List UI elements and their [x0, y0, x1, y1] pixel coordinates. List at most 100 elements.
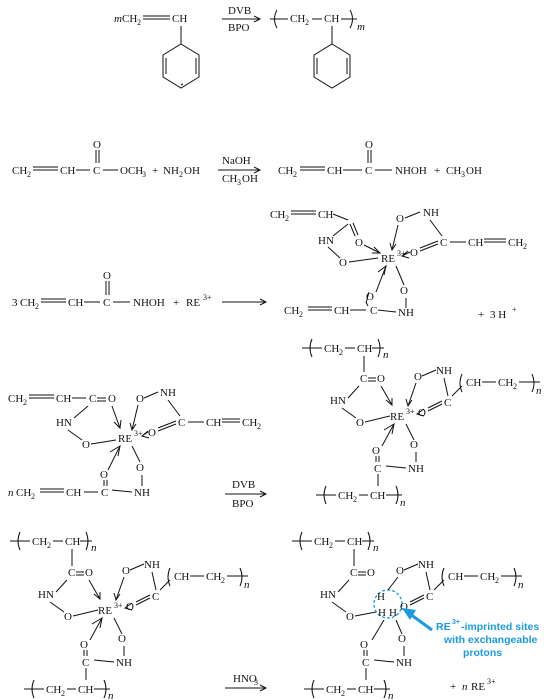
svg-text:RE: RE	[471, 681, 485, 693]
svg-text:NH: NH	[398, 307, 414, 319]
svg-text:C: C	[360, 373, 367, 385]
svg-text:H: H	[377, 591, 385, 603]
svg-text:CH: CH	[324, 343, 339, 355]
svg-text:3: 3	[12, 297, 18, 309]
reaction-2: CH 2 CH C O OCH 3 + NH 2 OH NaOH CH 3 OH…	[12, 139, 482, 187]
svg-text:CH: CH	[278, 165, 293, 177]
svg-text:C: C	[178, 417, 185, 429]
reagent-bpo-2: BPO	[232, 498, 253, 510]
svg-text:2: 2	[285, 214, 289, 223]
svg-text:NH: NH	[163, 165, 179, 177]
svg-text:NH: NH	[408, 463, 424, 475]
svg-text:CH: CH	[358, 684, 373, 696]
svg-text:3+: 3+	[406, 407, 415, 416]
svg-text:O: O	[400, 285, 408, 297]
svg-text:CH: CH	[284, 305, 299, 317]
svg-text:HN: HN	[38, 589, 54, 601]
svg-text:n: n	[244, 579, 250, 591]
svg-text:O: O	[93, 139, 101, 151]
svg-text:CH: CH	[480, 571, 495, 583]
svg-text:O: O	[148, 427, 156, 439]
svg-text:3+: 3+	[114, 601, 123, 610]
svg-text:NH: NH	[160, 387, 176, 399]
svg-text:C: C	[426, 591, 433, 603]
svg-text:O: O	[85, 567, 93, 579]
svg-text:C: C	[82, 657, 89, 669]
svg-text:O: O	[346, 611, 354, 623]
svg-text:CH: CH	[466, 377, 481, 389]
svg-text:CH: CH	[46, 684, 61, 696]
svg-text:H: H	[378, 607, 386, 619]
svg-text:2: 2	[305, 18, 309, 27]
svg-text:n: n	[108, 690, 114, 700]
ch-label: CH	[172, 13, 187, 25]
svg-text:C: C	[362, 657, 369, 669]
svg-text:O: O	[356, 417, 364, 429]
svg-text:HN: HN	[318, 235, 334, 247]
svg-text:CH: CH	[270, 209, 285, 221]
svg-text:CH: CH	[8, 393, 23, 405]
svg-text:CH: CH	[12, 165, 27, 177]
svg-text:HN: HN	[330, 395, 346, 407]
svg-text:O: O	[377, 373, 385, 385]
svg-text:O: O	[136, 462, 144, 474]
svg-text:n: n	[373, 542, 379, 554]
ch2-label: CH	[122, 13, 137, 25]
svg-text:2: 2	[341, 689, 345, 698]
svg-text:CH: CH	[448, 571, 463, 583]
svg-text:CH: CH	[370, 490, 385, 502]
svg-text:HN: HN	[56, 417, 72, 429]
svg-text:O: O	[80, 639, 88, 651]
svg-text:O: O	[103, 270, 111, 282]
svg-text:n: n	[383, 349, 389, 361]
svg-text:2: 2	[495, 576, 499, 585]
svg-text:CH: CH	[318, 209, 333, 221]
reaction-5: CH 2 CH n C O HN O RE 3+ O NH	[10, 531, 539, 700]
svg-text:O: O	[396, 565, 404, 577]
svg-text:2: 2	[47, 541, 51, 550]
benzene-ring	[162, 43, 200, 89]
svg-text:m: m	[357, 21, 365, 33]
svg-text:CH: CH	[66, 487, 81, 499]
svg-text:C: C	[444, 397, 451, 409]
svg-text:O: O	[118, 633, 126, 645]
svg-text:RE: RE	[381, 253, 395, 265]
svg-text:O: O	[400, 601, 408, 613]
svg-text:n: n	[8, 487, 14, 499]
svg-text:2: 2	[27, 170, 31, 179]
svg-text:2: 2	[61, 689, 65, 698]
svg-text:n: n	[400, 497, 406, 509]
svg-text:2: 2	[523, 242, 527, 251]
svg-text:+: +	[478, 309, 484, 321]
svg-text:C: C	[374, 463, 381, 475]
svg-text:C: C	[93, 165, 100, 177]
bracket-right	[349, 9, 353, 29]
svg-text:n: n	[388, 690, 394, 700]
m-label: m	[114, 13, 122, 25]
annotation-imprinted-sites: RE 3+ -imprinted sites with exchangeable…	[402, 608, 539, 659]
svg-text:C: C	[365, 165, 372, 177]
svg-text:CH: CH	[78, 684, 93, 696]
svg-text:3+: 3+	[487, 677, 496, 686]
reagent-dvb: DVB	[228, 5, 251, 17]
svg-text:2: 2	[329, 541, 333, 550]
svg-text:O: O	[396, 213, 404, 225]
svg-text:2: 2	[339, 348, 343, 357]
svg-text:OH: OH	[466, 165, 482, 177]
svg-text:2: 2	[257, 422, 261, 431]
svg-text:+: +	[512, 305, 517, 314]
svg-text:NHOH: NHOH	[395, 165, 427, 177]
svg-text:O: O	[126, 601, 134, 613]
svg-text:RE: RE	[118, 433, 132, 445]
svg-text:OH: OH	[184, 165, 200, 177]
svg-text:CH: CH	[56, 393, 71, 405]
reaction-3: 3 CH 2 CH C O NHOH + RE 3+ CH 2 CH O HN	[12, 207, 527, 321]
re-complex-1: CH 2 CH O HN O RE 3+ O NH C	[270, 207, 527, 319]
svg-text:O: O	[367, 567, 375, 579]
svg-text:2: 2	[293, 170, 297, 179]
svg-text:+: +	[173, 297, 179, 309]
svg-text:2: 2	[221, 576, 225, 585]
svg-text:2: 2	[299, 310, 303, 319]
svg-text:+: +	[434, 165, 440, 177]
